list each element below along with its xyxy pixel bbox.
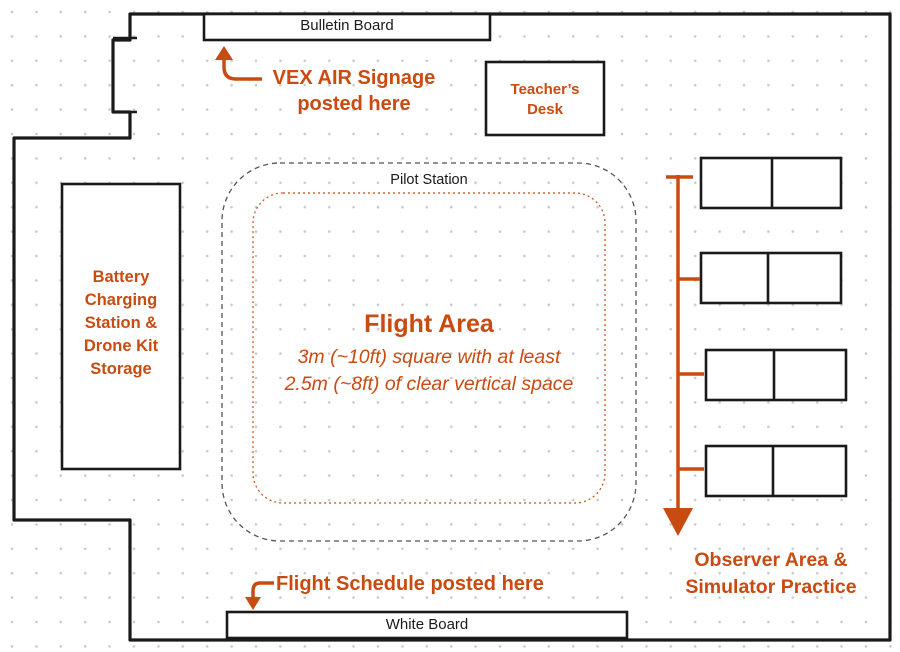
- observer-area-label: Observer Area & Simulator Practice: [660, 547, 882, 601]
- vex-signage-label-line: VEX AIR Signage: [272, 67, 436, 89]
- pilot-station-boundary: [221, 162, 637, 542]
- observer-area-label-line: Simulator Practice: [685, 576, 857, 598]
- battery-storage-cabinet: [60, 182, 182, 471]
- flight-area-boundary: [252, 192, 606, 504]
- curved-arrow-down-icon: [245, 581, 274, 610]
- pilot-station-label: Pilot Station: [390, 172, 468, 188]
- bulletin-board-label: Bulletin Board: [300, 17, 394, 34]
- teachers-desk-label-line: Teacher’s: [510, 81, 580, 98]
- battery-storage-label-line: Station &: [84, 314, 158, 332]
- battery-storage-label-line: Drone Kit: [83, 337, 159, 355]
- observer-area-label-line: Observer Area &: [694, 549, 848, 571]
- vex-signage-label-line: posted here: [297, 93, 411, 115]
- battery-storage-label: Battery Charging Station & Drone Kit Sto…: [62, 266, 180, 381]
- vex-signage-label: VEX AIR Signage posted here: [254, 65, 454, 117]
- bulletin-board: [202, 12, 492, 42]
- flight-area-description: 3m (~10ft) square with at least 2.5m (~8…: [239, 344, 619, 398]
- flight-area-description-line: 3m (~10ft) square with at least: [297, 346, 561, 368]
- arrow-down-icon: [663, 175, 704, 536]
- teachers-desk-label: Teacher’s Desk: [486, 80, 604, 120]
- teachers-desk: [484, 60, 606, 137]
- white-board: [225, 610, 629, 640]
- white-board-label: White Board: [385, 616, 469, 633]
- room-wall: [12, 12, 892, 642]
- observer-desks: [699, 156, 848, 498]
- observer-desk: [704, 444, 848, 498]
- battery-storage-label-line: Charging: [84, 291, 158, 309]
- battery-storage-label-line: Storage: [90, 360, 152, 378]
- flight-area-title: Flight Area: [364, 310, 494, 338]
- battery-storage-label-line: Battery: [92, 268, 150, 286]
- flight-area-description-line: 2.5m (~8ft) of clear vertical space: [284, 373, 574, 395]
- teachers-desk-label-line: Desk: [527, 101, 563, 118]
- observer-desk: [704, 348, 848, 402]
- observer-desk: [699, 251, 843, 305]
- flight-schedule-label: Flight Schedule posted here: [276, 573, 544, 595]
- curved-arrow-up-icon: [215, 46, 262, 81]
